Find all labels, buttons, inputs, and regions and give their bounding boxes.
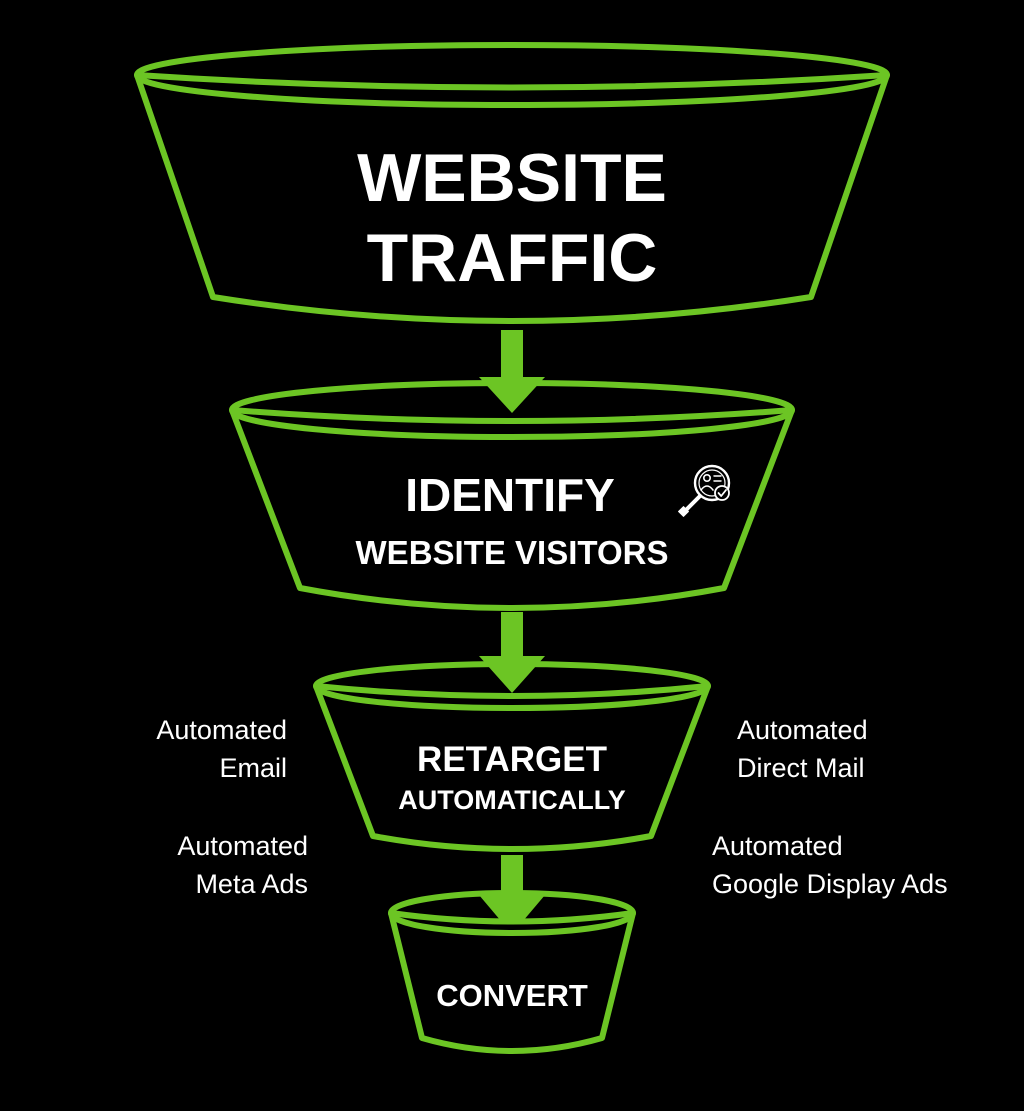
channel-meta-ads-line1: Automated xyxy=(177,831,308,861)
channel-direct-mail: Automated Direct Mail xyxy=(737,711,868,787)
channel-google-display-ads-line2: Google Display Ads xyxy=(712,869,948,899)
stage-traffic-title-line1: WEBSITE xyxy=(357,140,667,216)
channel-direct-mail-line2: Direct Mail xyxy=(737,753,865,783)
channel-email-line1: Automated xyxy=(156,715,287,745)
stage-identify-subtitle: WEBSITE VISITORS xyxy=(355,534,669,571)
stage-retarget-title: RETARGET xyxy=(417,740,607,779)
magnifier-user-check-icon xyxy=(678,464,731,517)
channel-meta-ads-line2: Meta Ads xyxy=(195,869,308,899)
channel-email-line2: Email xyxy=(219,753,287,783)
channel-direct-mail-line1: Automated xyxy=(737,715,868,745)
stage-identify-title: IDENTIFY xyxy=(405,469,615,521)
channel-meta-ads: Automated Meta Ads xyxy=(177,827,308,903)
channel-email: Automated Email xyxy=(156,711,287,787)
stage-traffic-title-line2: TRAFFIC xyxy=(366,220,658,296)
arrow-down-icon xyxy=(479,330,545,413)
stage-identify-shape xyxy=(229,380,795,611)
channel-google-display-ads: Automated Google Display Ads xyxy=(712,827,948,903)
arrow-down-icon xyxy=(479,612,545,693)
stage-traffic-shape xyxy=(134,42,890,324)
channel-google-display-ads-line1: Automated xyxy=(712,831,843,861)
stage-retarget-shape xyxy=(313,661,711,852)
stage-convert-title: CONVERT xyxy=(436,978,588,1013)
stage-convert-shape xyxy=(388,890,636,1054)
stage-retarget-subtitle: AUTOMATICALLY xyxy=(398,785,626,815)
